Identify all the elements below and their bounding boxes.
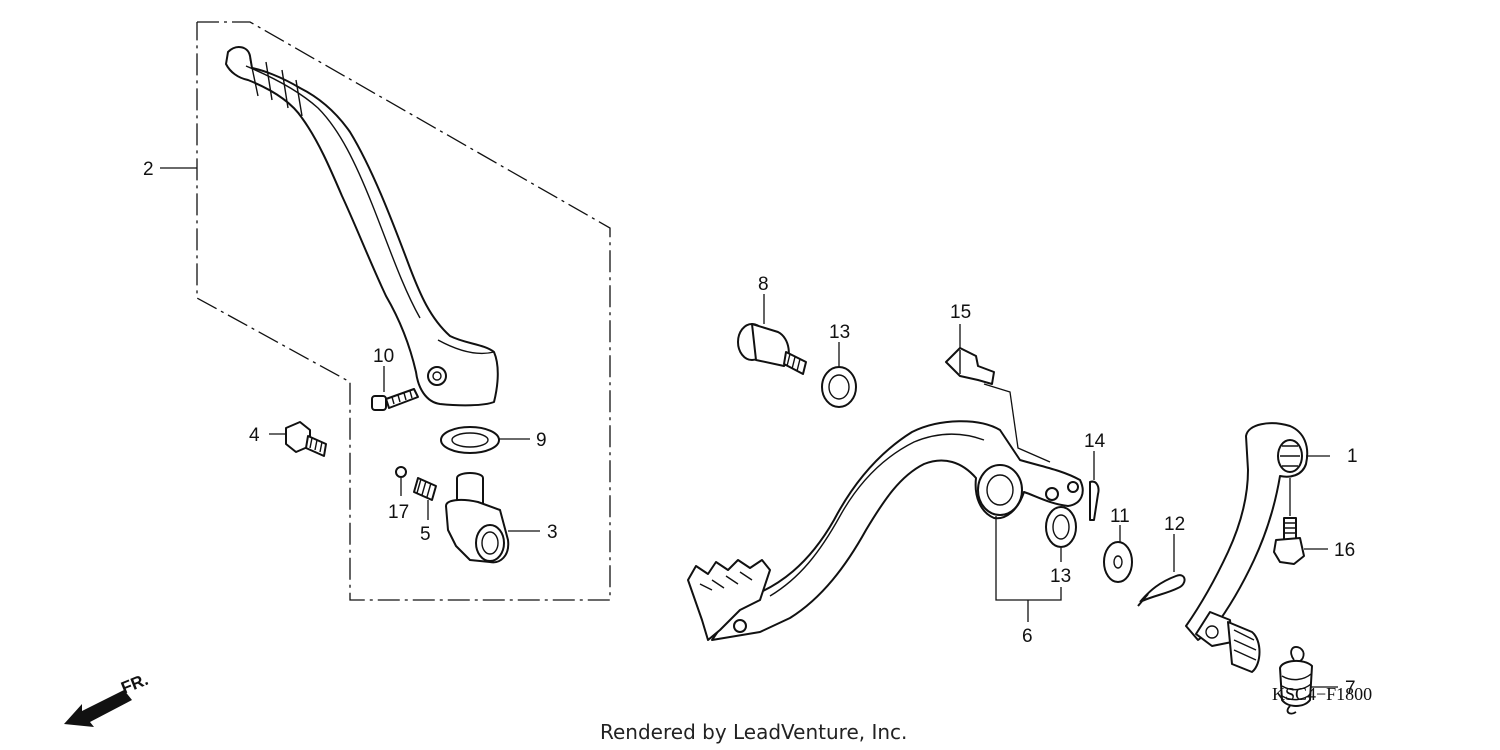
gearshift-pedal[interactable] <box>1185 422 1309 673</box>
oil-seal-9[interactable] <box>440 426 500 454</box>
ball-17[interactable] <box>395 466 407 478</box>
render-credit: Rendered by LeadVenture, Inc. <box>600 720 907 744</box>
callout-17: 17 <box>388 502 409 523</box>
clip-12[interactable] <box>1137 574 1186 607</box>
flange-bolt-16[interactable] <box>1273 517 1305 565</box>
kick-starter-arm[interactable] <box>225 46 499 407</box>
callout-3: 3 <box>547 522 558 543</box>
callout-1: 1 <box>1347 446 1358 467</box>
dust-seal-13-upper[interactable] <box>821 366 857 408</box>
kick-starter-group-outline <box>160 21 611 601</box>
washer-11[interactable] <box>1103 541 1133 583</box>
callout-labels: 1 2 3 4 5 6 7 8 9 10 11 12 13 13 14 15 1… <box>143 159 1358 699</box>
diagram-code: KSC4−F1800 <box>1272 684 1372 704</box>
callout-2: 2 <box>143 159 154 180</box>
joint-pin-15[interactable] <box>945 347 995 385</box>
front-arrow-icon <box>64 690 132 727</box>
callout-16: 16 <box>1334 540 1355 561</box>
callout-9: 9 <box>536 430 547 451</box>
flange-bolt-4[interactable] <box>285 421 327 457</box>
return-spring-7[interactable] <box>1279 646 1313 715</box>
leader-lines <box>269 294 1338 688</box>
callout-5: 5 <box>420 524 431 545</box>
kick-starter-spindle[interactable] <box>445 472 510 564</box>
brake-pedal[interactable] <box>687 420 1084 641</box>
kick-arm-bolt[interactable] <box>371 388 419 411</box>
spring-5[interactable] <box>413 477 437 501</box>
callout-13-lower: 13 <box>1050 566 1071 587</box>
front-direction-indicator: FR. <box>64 670 151 727</box>
callout-15: 15 <box>950 302 971 323</box>
callout-6: 6 <box>1022 626 1033 647</box>
callout-13-upper: 13 <box>829 322 850 343</box>
callout-10: 10 <box>373 346 394 367</box>
dust-seal-13-lower[interactable] <box>1045 506 1077 548</box>
callout-12: 12 <box>1164 514 1185 535</box>
callout-8: 8 <box>758 274 769 295</box>
callout-7: 7 <box>1345 678 1356 699</box>
front-label: FR. <box>118 670 151 698</box>
callout-4: 4 <box>249 425 260 446</box>
pivot-bolt-8[interactable] <box>737 323 807 375</box>
callout-14: 14 <box>1084 431 1106 452</box>
callout-11: 11 <box>1110 506 1130 527</box>
cotter-pin-14[interactable] <box>1089 480 1100 521</box>
